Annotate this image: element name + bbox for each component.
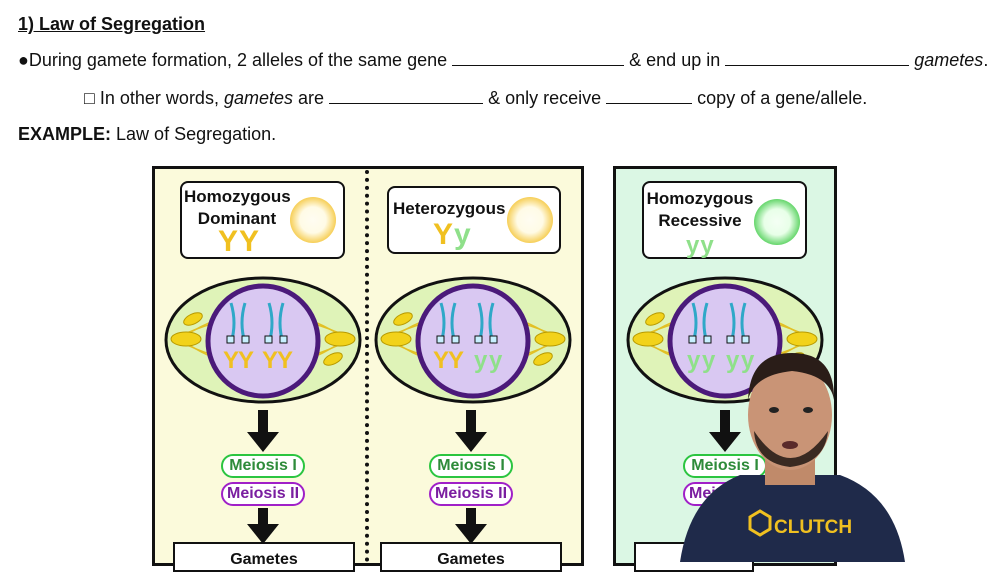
restatement-line: □ In other words, gametes are & only rec… [84, 88, 868, 108]
fill-blank-3 [329, 89, 484, 104]
brand-logo-text: CLUTCH [774, 517, 852, 538]
bullet: ● [18, 50, 29, 70]
svg-text:y: y [489, 347, 503, 374]
meiosis-2-label: Meiosis II [221, 482, 305, 506]
svg-text:y: y [702, 347, 716, 374]
meiosis-1-label: Meiosis I [221, 454, 305, 478]
genotype-alleles: Yy [433, 218, 472, 251]
arrow-down-icon [455, 410, 487, 452]
svg-text:Y: Y [223, 347, 239, 374]
meiosis-1-label: Meiosis I [429, 454, 513, 478]
arrow-down-icon [455, 508, 487, 544]
yellow-pea-icon [507, 197, 553, 243]
arrow-down-icon [709, 410, 741, 452]
cell-diagram: Y Y Y Y [164, 276, 362, 404]
gametes-box: Gametes [173, 542, 355, 572]
presenter-video: CLUTCH [670, 345, 910, 562]
svg-text:Y: Y [277, 347, 293, 374]
svg-text:Y: Y [433, 347, 449, 374]
definition-line: ●During gamete formation, 2 alleles of t… [18, 50, 989, 70]
yellow-pea-icon [290, 197, 336, 243]
fill-blank-2 [725, 51, 910, 66]
fill-blank-1 [452, 51, 625, 66]
svg-text:y: y [687, 347, 701, 374]
svg-text:Y: Y [448, 347, 464, 374]
cell-heterozygous: Y Y y y [373, 275, 573, 405]
svg-text:Y: Y [238, 347, 254, 374]
green-pea-icon [754, 199, 800, 245]
svg-text:y: y [474, 347, 488, 374]
meiosis-2-label: Meiosis II [429, 482, 513, 506]
genotype-box-homozygous-dominant: Homozygous Dominant YY [180, 181, 345, 259]
svg-text:y: y [726, 347, 740, 374]
arrow-down-icon [247, 410, 279, 452]
genotype-box-heterozygous: Heterozygous Yy [387, 186, 561, 254]
section-title: 1) Law of Segregation [18, 14, 206, 34]
svg-text:y: y [741, 347, 755, 374]
genotype-alleles: YY [218, 225, 261, 258]
example-line: EXAMPLE: Law of Segregation. [18, 124, 277, 144]
cell-homozygous-dominant: Y Y Y Y [163, 275, 363, 405]
meiosis-1-label: Meiosis I [683, 454, 767, 478]
gametes-box: Gametes [380, 542, 562, 572]
genotype-alleles: yy [686, 232, 715, 259]
checkbox-glyph: □ [84, 88, 95, 108]
arrow-down-icon [247, 508, 279, 544]
svg-text:Y: Y [262, 347, 278, 374]
genotype-box-homozygous-recessive: Homozygous Recessive yy [642, 181, 807, 259]
dotted-divider [365, 170, 369, 562]
cell-diagram: Y Y y y [374, 276, 572, 404]
fill-blank-4 [606, 89, 693, 104]
